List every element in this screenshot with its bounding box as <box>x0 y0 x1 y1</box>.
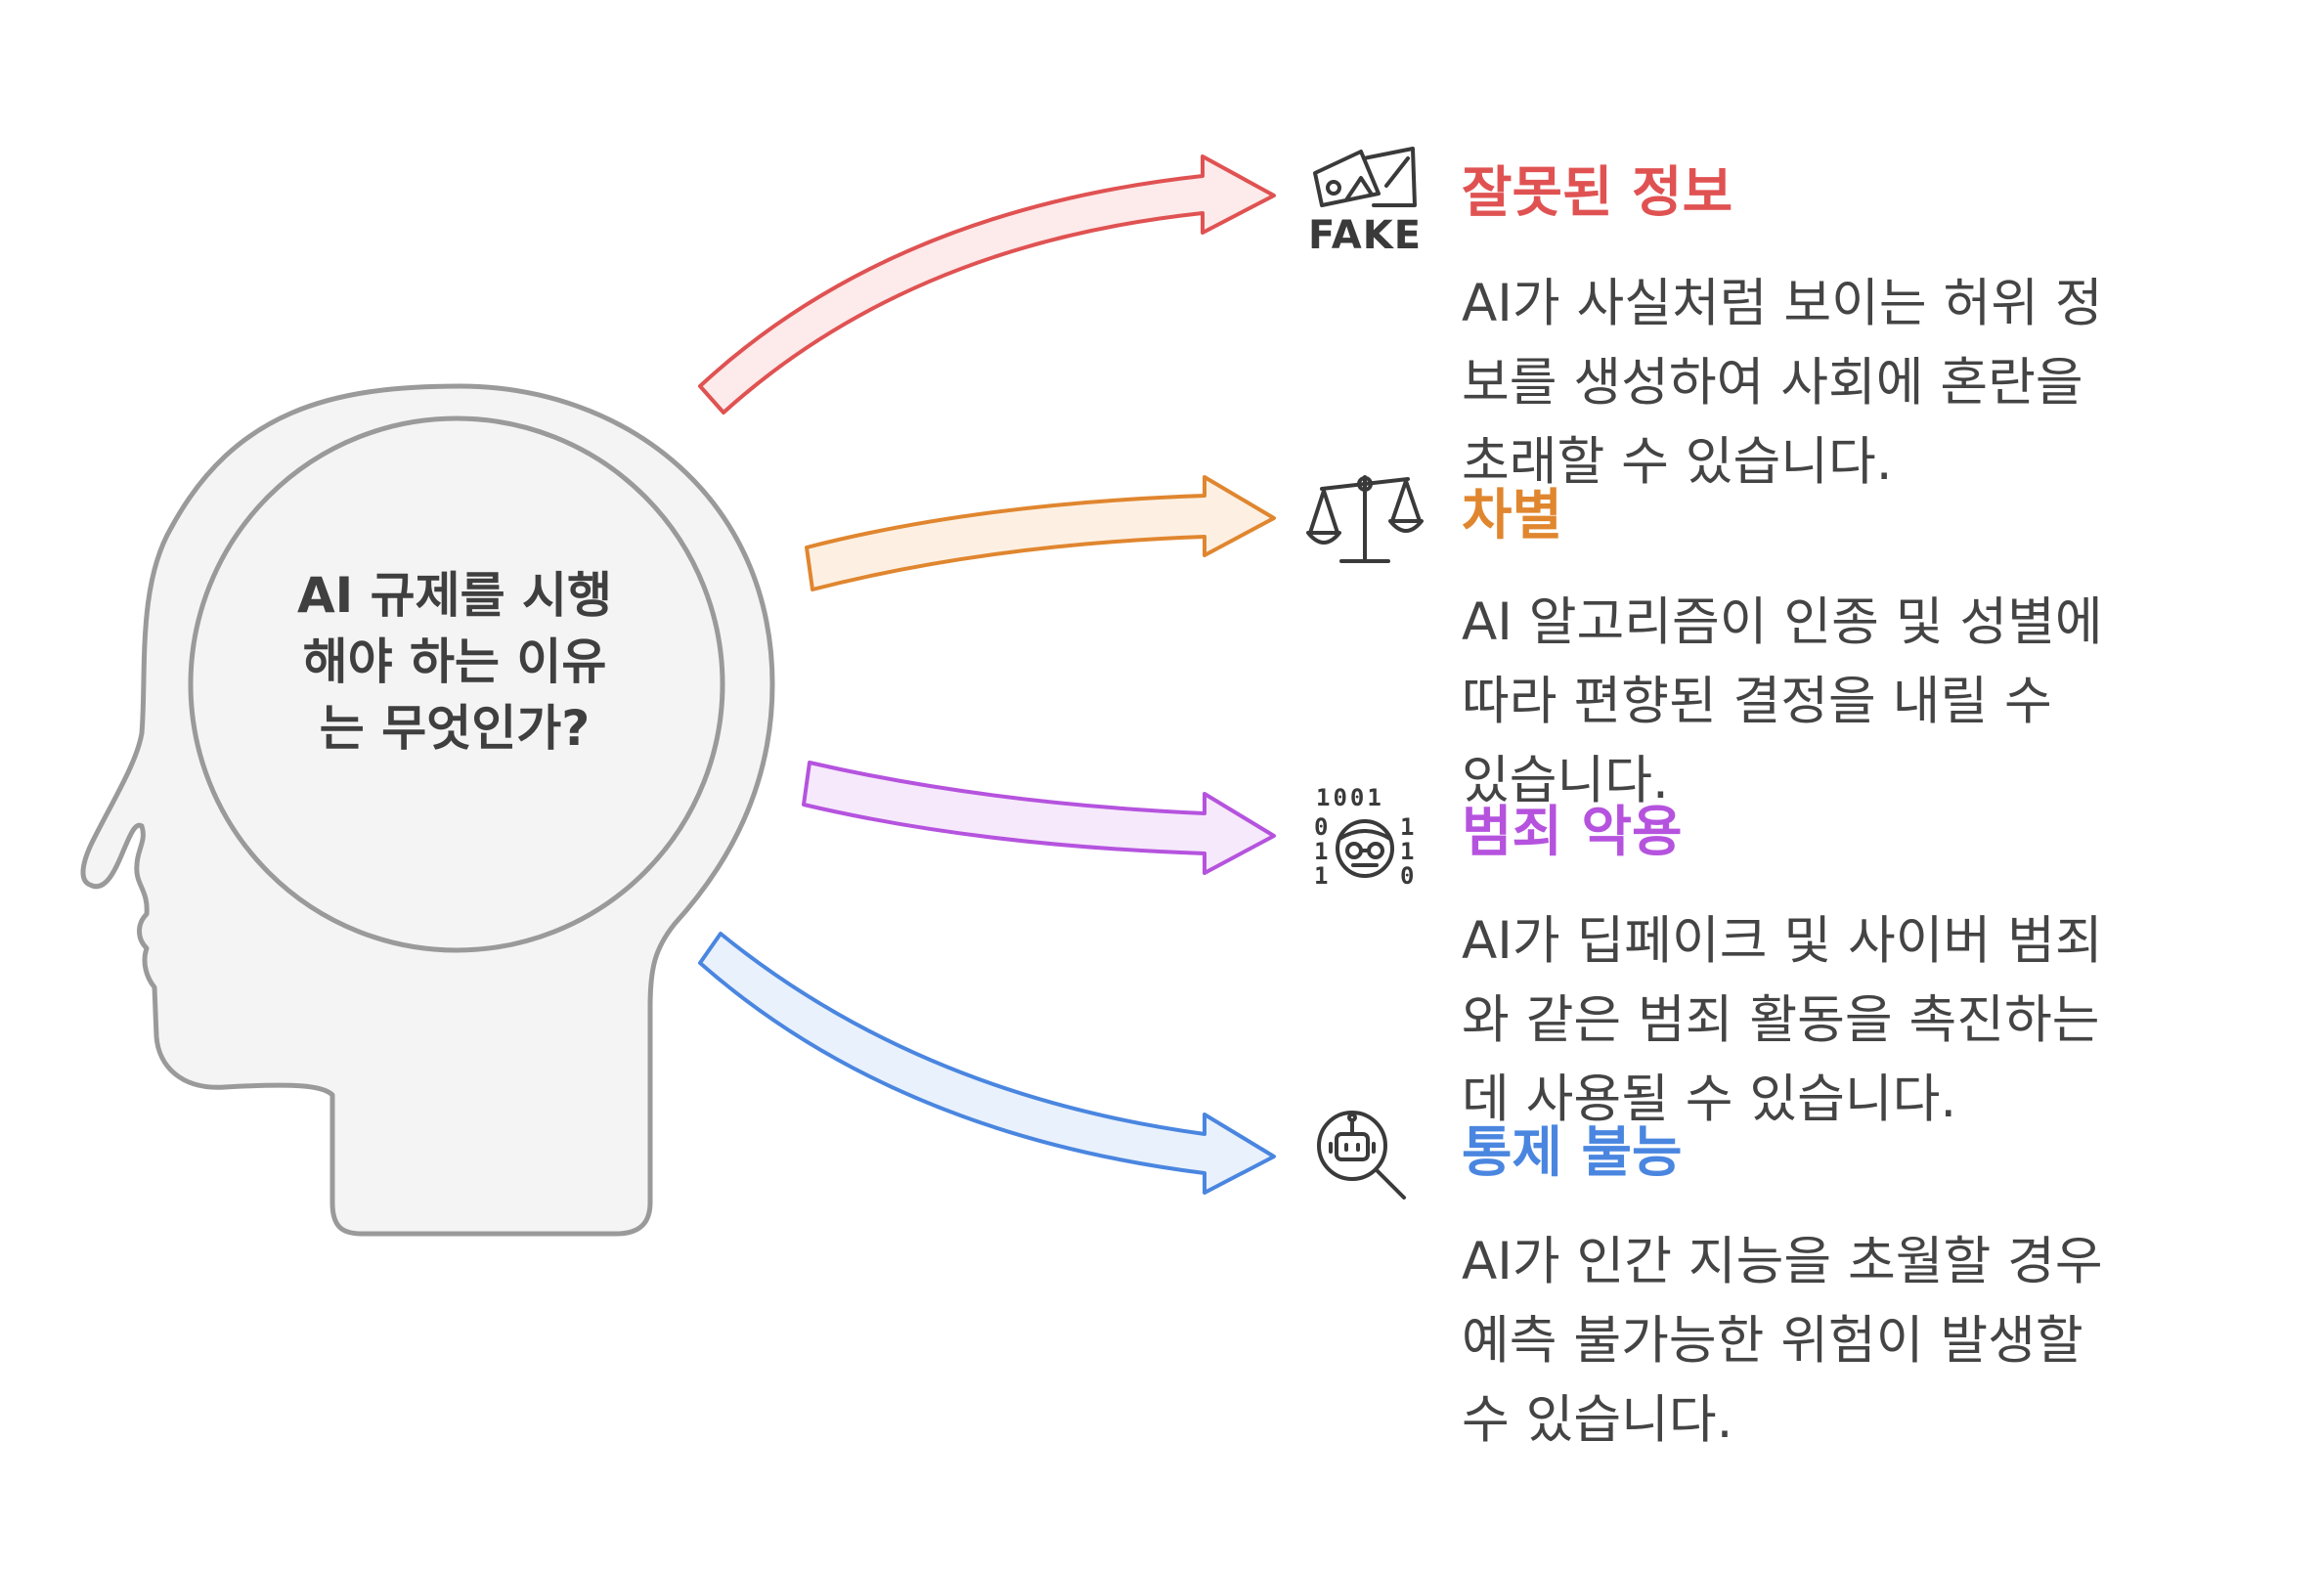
center-line: 는 무엇인가? <box>319 700 591 757</box>
desc-line: 예측 불가능한 위험이 발생할 <box>1462 1311 2083 1371</box>
desc-line: AI가 인간 지능을 초월할 경우 <box>1462 1232 2103 1291</box>
center-line: 해야 하는 이유 <box>302 633 607 690</box>
binary-right-3: 0 <box>1400 862 1415 890</box>
desc-line: AI가 딥페이크 및 사이버 범죄 <box>1462 911 2103 971</box>
binary-left-2: 1 <box>1314 838 1329 865</box>
item-title-misinformation: 잘못된 정보 <box>1462 161 1733 225</box>
binary-right-1: 1 <box>1400 813 1415 841</box>
desc-line: 와 같은 범죄 활동을 촉진하는 <box>1462 990 2100 1050</box>
binary-top: 1001 <box>1316 784 1384 811</box>
robot-magnifier-icon <box>1317 1111 1406 1200</box>
desc-line: AI 알고리즘이 인종 및 성별에 <box>1462 592 2103 652</box>
item-desc-misinformation: AI가 사실처럼 보이는 허위 정 보를 생성하여 사회에 혼란을 초래할 수 … <box>1462 264 2293 502</box>
center-line: AI 규제를 시행 <box>296 567 613 624</box>
arrow-discrimination <box>805 475 1276 591</box>
desc-line: 초래할 수 있습니다. <box>1462 432 1893 492</box>
item-title-control: 통제 불능 <box>1462 1121 1683 1185</box>
item-title-crime: 범죄 악용 <box>1462 801 1683 864</box>
item-desc-discrimination: AI 알고리즘이 인종 및 성별에 따라 편향된 결정을 내릴 수 있습니다. <box>1462 583 2293 820</box>
binary-right-2: 1 <box>1400 838 1415 865</box>
fake-label: FAKE <box>1308 213 1423 258</box>
desc-line: 수 있습니다. <box>1462 1390 1733 1450</box>
desc-line: AI가 사실처럼 보이는 허위 정 <box>1462 274 2103 333</box>
arrow-misinformation <box>698 154 1276 415</box>
item-desc-control: AI가 인간 지능을 초월할 경우 예측 불가능한 위험이 발생할 수 있습니다… <box>1462 1222 2293 1460</box>
desc-line: 데 사용될 수 있습니다. <box>1462 1070 1957 1129</box>
desc-line: 있습니다. <box>1462 751 1669 810</box>
fake-news-icon <box>1313 147 1417 207</box>
desc-line: 따라 편향된 결정을 내릴 수 <box>1462 672 2052 731</box>
item-title-discrimination: 차별 <box>1462 484 1563 547</box>
binary-left-1: 0 <box>1314 813 1329 841</box>
balance-scale-icon <box>1306 475 1424 563</box>
desc-line: 보를 생성하여 사회에 혼란을 <box>1462 353 2083 413</box>
arrow-crime <box>802 761 1276 875</box>
arrow-control <box>698 932 1276 1195</box>
center-question: AI 규제를 시행 해야 하는 이유 는 무엇인가? <box>235 562 675 762</box>
inner-circle <box>188 415 725 953</box>
binary-left-3: 1 <box>1314 862 1329 890</box>
item-desc-crime: AI가 딥페이크 및 사이버 범죄 와 같은 범죄 활동을 촉진하는 데 사용될… <box>1462 901 2293 1139</box>
hacker-face-icon <box>1336 819 1394 878</box>
